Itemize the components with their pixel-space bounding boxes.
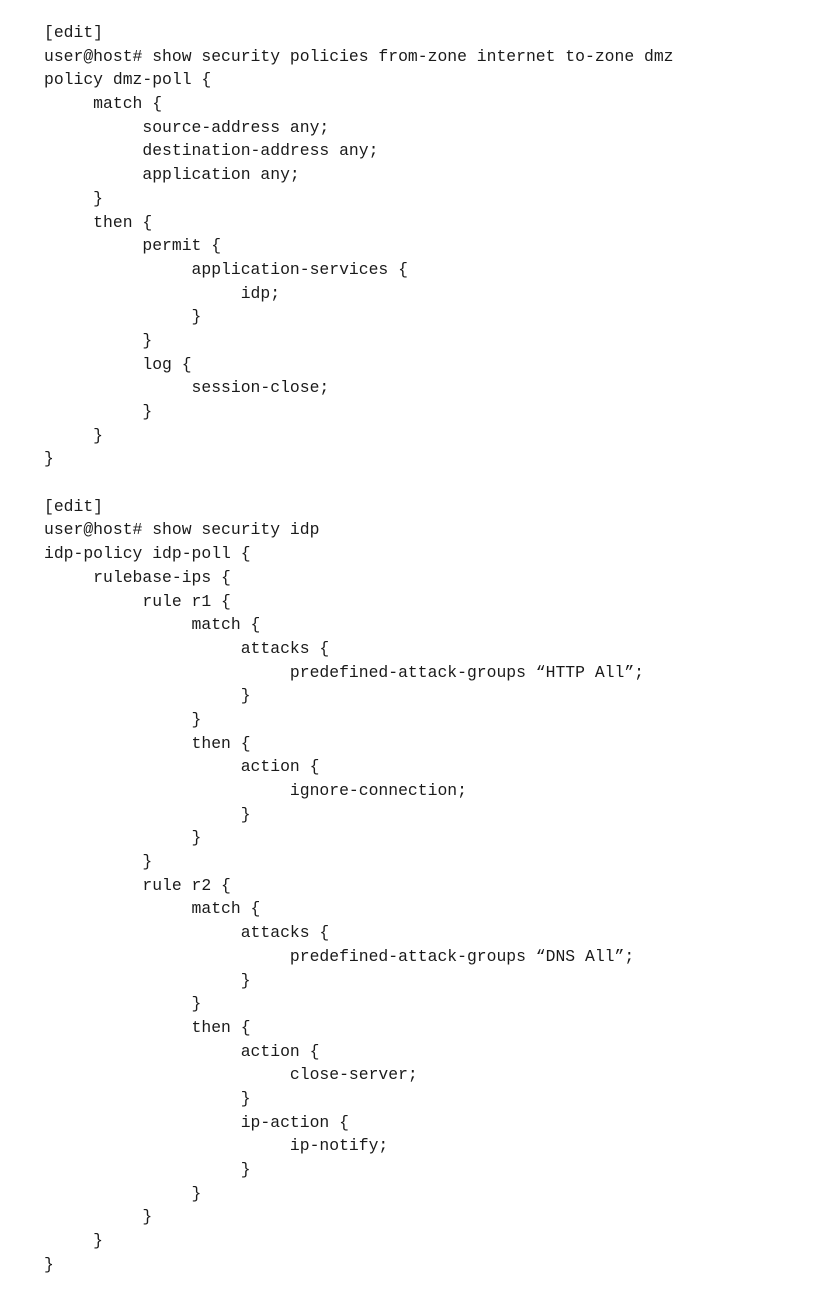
terminal-line: match { [44,94,163,114]
terminal-line: then { [44,1017,251,1037]
terminal-line: action { [44,757,320,777]
terminal-line: source-address any; [44,117,330,137]
terminal-line: application any; [44,165,300,185]
terminal-line: predefined-attack-groups “HTTP All”; [44,662,644,682]
terminal-line: } [44,188,104,208]
terminal-line: [edit] [44,496,104,516]
terminal-line: application-services { [44,259,408,279]
terminal-line: } [44,994,202,1014]
terminal-line: } [44,970,251,990]
terminal-line: match { [44,615,261,635]
terminal-line: } [44,330,153,350]
terminal-line: } [44,686,251,706]
terminal-line: } [44,1231,104,1251]
terminal-line: close-server; [44,1065,418,1085]
terminal-line: destination-address any; [44,141,379,161]
terminal-output: [edit] user@host# show security policies … [44,21,824,1276]
terminal-line: rule r1 { [44,591,231,611]
terminal-line: } [44,1183,202,1203]
terminal-line: log { [44,354,192,374]
config-block: [edit] user@host# show security policies … [44,21,824,471]
terminal-line: session-close; [44,378,330,398]
terminal-line: } [44,828,202,848]
terminal-line: policy dmz-poll { [44,70,212,90]
terminal-line: then { [44,212,153,232]
terminal-line: } [44,1088,251,1108]
terminal-line: } [44,1207,153,1227]
terminal-line: predefined-attack-groups “DNS All”; [44,946,635,966]
terminal-line: } [44,1160,251,1179]
terminal-line: } [44,307,202,327]
blank-line [44,471,824,495]
terminal-line: action { [44,1041,320,1061]
terminal-line: } [44,709,202,729]
terminal-line: } [44,852,153,872]
terminal-line: idp-policy idp-poll { [44,544,251,564]
terminal-line: permit { [44,236,222,256]
terminal-line: } [44,804,251,824]
terminal-line: attacks { [44,923,330,943]
terminal-line: [edit] [44,23,104,42]
terminal-line: ignore-connection; [44,781,467,800]
terminal-line: ip-notify; [44,1136,389,1156]
terminal-line: rulebase-ips { [44,567,231,587]
terminal-line: then { [44,733,251,753]
terminal-line: attacks { [44,638,330,658]
terminal-line: ip-action { [44,1112,349,1132]
terminal-line: user@host# show security idp [44,520,320,540]
terminal-line: match { [44,899,261,919]
terminal-line: user@host# show security policies from-z… [44,46,674,66]
terminal-line: idp; [44,283,281,303]
terminal-line: } [44,449,54,469]
terminal-line: } [44,425,104,445]
terminal-line: } [44,402,153,421]
config-block: [edit] user@host# show security idp idp-po… [44,495,824,1277]
terminal-line: } [44,1254,54,1274]
terminal-line: rule r2 { [44,875,231,895]
